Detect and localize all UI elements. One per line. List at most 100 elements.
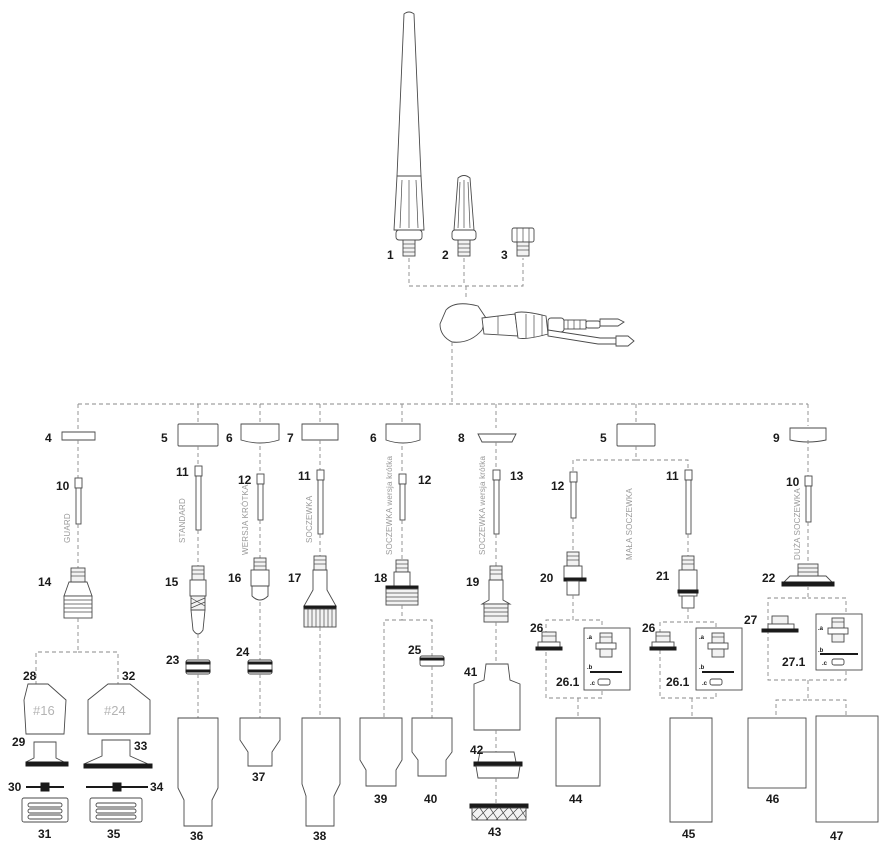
part-number-14: 14 (38, 575, 52, 589)
nozzle-38 (301, 717, 341, 827)
nozzle-41 (473, 663, 521, 731)
part-number-31: 31 (38, 827, 52, 841)
part-number-32: 32 (122, 669, 136, 683)
section-label-mala-soczewka: MAŁA SOCZEWKA (625, 488, 634, 560)
part-number-24: 24 (236, 645, 250, 659)
back-cap-long (393, 11, 425, 257)
variant-a-mark: .a (818, 626, 824, 632)
part-number-26-1a: 26.1 (556, 675, 580, 689)
gas-lens-21 (677, 555, 699, 609)
variant-b-mark: .b (587, 665, 593, 671)
section-label-soczewka-wersja-krotka-a: SOCZEWKA wersja krótka (385, 456, 394, 555)
cup-size-24: #24 (104, 703, 126, 718)
part-number-1: 1 (387, 248, 394, 262)
part-number-36: 36 (190, 829, 204, 843)
part-number-34: 34 (150, 780, 164, 794)
part-number-46: 46 (766, 792, 780, 806)
insulator-8 (477, 433, 517, 443)
disc-34 (86, 782, 148, 792)
part-number-42: 42 (470, 743, 484, 757)
collet-body-14 (63, 567, 93, 619)
part-number-27: 27 (744, 613, 758, 627)
variant-a-mark: .a (587, 635, 593, 641)
part-number-10a: 10 (56, 479, 70, 493)
collet-body-15 (189, 565, 207, 635)
collet-12b (398, 473, 407, 521)
insulator-9 (789, 427, 827, 443)
part-number-7: 7 (287, 431, 294, 445)
part-number-22: 22 (762, 571, 776, 585)
gas-lens-20 (563, 551, 587, 596)
variant-a-mark: .a (699, 635, 705, 641)
nozzle-39 (359, 717, 403, 787)
part-number-19: 19 (466, 575, 480, 589)
collet-13 (492, 469, 501, 535)
variant-b-mark: .b (699, 665, 705, 671)
part-number-21: 21 (656, 569, 670, 583)
gas-lens-insulator-27 (761, 615, 799, 633)
back-cap-short (511, 227, 535, 257)
cup-33 (83, 739, 153, 769)
variant-b-mark: .b (818, 648, 824, 654)
part-number-12c: 12 (551, 479, 565, 493)
variant-box-26-1a: .a .b .c (583, 627, 631, 691)
insulator-5b (616, 423, 656, 447)
o-ring-23 (185, 659, 211, 675)
section-label-soczewka-wersja-krotka-b: SOCZEWKA wersja krótka (478, 456, 487, 555)
insulator-6a (240, 423, 280, 444)
gas-lens-22 (781, 563, 835, 587)
part-number-27-1: 27.1 (782, 655, 806, 669)
part-number-12b: 12 (418, 473, 432, 487)
collet-11a (194, 465, 203, 531)
part-number-45: 45 (682, 827, 696, 841)
collet-10b (804, 475, 813, 523)
part-number-41: 41 (464, 665, 478, 679)
nozzle-46 (747, 717, 807, 789)
nozzle-44 (555, 717, 601, 787)
section-label-standard: STANDARD (178, 498, 187, 543)
section-label-soczewka: SOCZEWKA (305, 495, 314, 543)
part-number-38: 38 (313, 829, 327, 843)
part-number-44: 44 (569, 792, 583, 806)
collet-body-16 (250, 557, 270, 601)
part-number-10b: 10 (786, 475, 800, 489)
part-number-5a: 5 (161, 431, 168, 445)
part-number-29: 29 (12, 735, 26, 749)
ceramic-cup-16 (23, 683, 67, 735)
section-label-duza-soczewka: DUŻA SOCZEWKA (793, 488, 802, 560)
part-number-33: 33 (134, 739, 148, 753)
part-number-26-1b: 26.1 (666, 675, 690, 689)
nozzle-45 (669, 717, 713, 823)
nozzle-40 (411, 717, 453, 777)
part-number-5b: 5 (600, 431, 607, 445)
screen-42 (473, 751, 523, 779)
part-number-39: 39 (374, 792, 388, 806)
part-number-6a: 6 (226, 431, 233, 445)
part-number-28: 28 (23, 669, 37, 683)
diffuser-35 (89, 797, 143, 823)
torch-body (439, 303, 635, 347)
part-number-18: 18 (374, 571, 388, 585)
section-label-guard: GUARD (63, 513, 72, 543)
part-number-13: 13 (510, 469, 524, 483)
part-number-3: 3 (501, 248, 508, 262)
part-number-26b: 26 (642, 621, 656, 635)
part-number-11c: 11 (666, 469, 679, 483)
section-label-wersja-krotka: WERSJA KRÓTKA (241, 484, 250, 555)
disc-30 (26, 782, 64, 792)
back-cap-medium (451, 175, 477, 257)
part-number-37: 37 (252, 770, 266, 784)
nozzle-37 (239, 717, 281, 767)
cup-29 (25, 741, 69, 767)
insulator-6b (385, 423, 421, 444)
collet-12a (256, 473, 265, 521)
part-number-30: 30 (8, 780, 22, 794)
gas-lens-18 (385, 559, 419, 606)
part-number-20: 20 (540, 571, 554, 585)
part-number-40: 40 (424, 792, 438, 806)
part-number-23: 23 (166, 653, 180, 667)
part-number-9: 9 (773, 431, 780, 445)
ceramic-cup-24 (87, 683, 151, 735)
variant-c-mark: .c (822, 661, 828, 667)
part-number-11a: 11 (176, 465, 189, 479)
